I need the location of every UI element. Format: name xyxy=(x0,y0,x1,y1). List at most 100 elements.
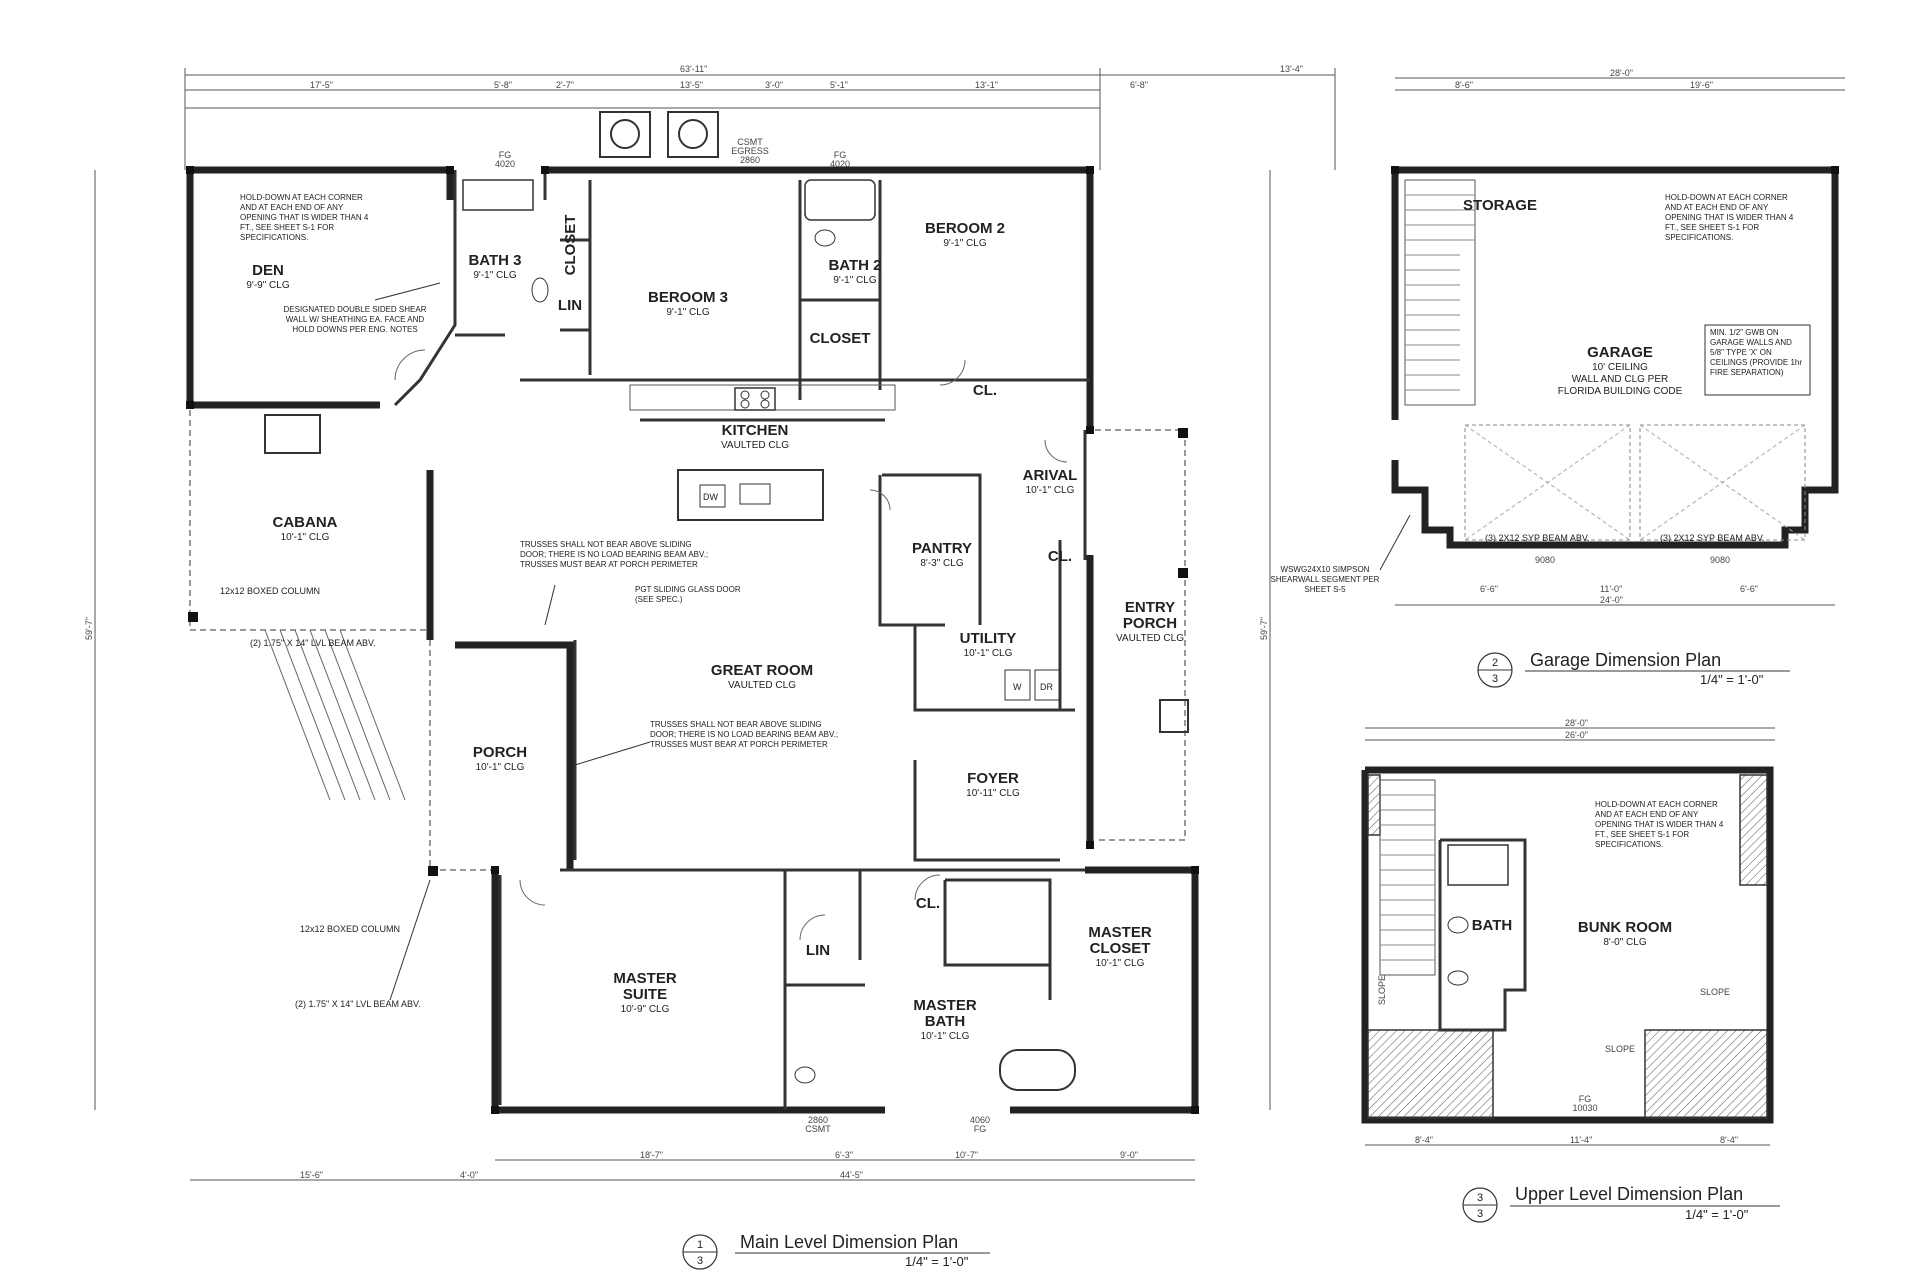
leader-line xyxy=(1379,514,1411,571)
room-bath2: BATH 2 xyxy=(828,257,881,274)
upper-note-holddown: HOLD-DOWN AT EACH CORNER AND AT EACH END… xyxy=(1595,800,1724,849)
washer-label: W xyxy=(1013,682,1022,692)
main-bubble-num: 1 xyxy=(697,1239,703,1251)
upper-attic-right xyxy=(1644,1029,1768,1119)
room-kitchen: KITCHEN xyxy=(722,422,789,439)
main-plan-title: Main Level Dimension Plan xyxy=(740,1232,958,1252)
kitchen-island xyxy=(677,469,824,521)
dim-bottom-3: 18'-7" xyxy=(640,1150,663,1160)
room-cabana: CABANA xyxy=(273,514,338,531)
cabana-grill xyxy=(264,414,321,454)
leader-line xyxy=(374,282,441,301)
burner-icon xyxy=(740,390,750,400)
ac-fan-icon xyxy=(678,119,708,149)
main-notes: HOLD-DOWN AT EACH CORNER AND AT EACH END… xyxy=(220,193,838,1009)
note-lvl-beam-2: (2) 1.75" X 14" LVL BEAM ABV. xyxy=(295,999,421,1009)
room-utility: UTILITY xyxy=(960,630,1017,647)
room-master-closet-2: CLOSET xyxy=(1090,940,1151,957)
entry-porch-outline xyxy=(1095,429,1186,841)
upper-dim-top2: 26'-0" xyxy=(1565,730,1588,740)
room-utility-clg: 10'-1" CLG xyxy=(964,648,1013,659)
upper-slope-1: SLOPE xyxy=(1377,975,1387,1005)
upper-bubble-num: 3 xyxy=(1477,1192,1483,1204)
upper-attic-left xyxy=(1367,1029,1494,1119)
note-pgt-door: PGT SLIDING GLASS DOOR (SEE SPEC.) xyxy=(635,585,741,604)
upper-dim-b2: 11'-4" xyxy=(1570,1135,1592,1145)
room-arrival-clg: 10'-1" CLG xyxy=(1026,485,1075,496)
main-walls xyxy=(186,166,1199,1114)
door-swing xyxy=(869,489,891,511)
room-closet-vertical: CLOSET xyxy=(562,215,579,276)
room-arrival: ARIVAL xyxy=(1023,467,1078,484)
burner-icon xyxy=(740,399,750,409)
garage-plan: 28'-0" 8'-6" 19'-6" STORAGE xyxy=(1270,68,1845,688)
garage-dim-top1: 8'-6" xyxy=(1455,80,1473,90)
room-bunk-clg: 8'-0" CLG xyxy=(1603,937,1646,948)
room-lin-1: LIN xyxy=(558,297,582,314)
kitchen-sink xyxy=(739,483,771,505)
upper-dim-b3: 8'-4" xyxy=(1720,1135,1738,1145)
room-master-closet-clg: 10'-1" CLG xyxy=(1096,958,1145,969)
door-swing xyxy=(394,349,426,381)
room-bedroom3-clg: 9'-1" CLG xyxy=(666,307,709,318)
room-porch: PORCH xyxy=(473,744,527,761)
window-tag-csmt2: EGRESS xyxy=(731,146,769,156)
dim-top-3: 2'-7" xyxy=(556,80,574,90)
dim-left-overall: 59'-7" xyxy=(84,617,94,640)
dim-overall-top: 63'-11" xyxy=(680,64,707,74)
garage-note-gwb: MIN. 1/2" GWB ON GARAGE WALLS AND 5/8" T… xyxy=(1710,328,1803,377)
dryer-label: DR xyxy=(1040,682,1053,692)
upper-plan: 28'-0" 26'-0" BATH BUNK ROOM xyxy=(1361,718,1780,1223)
main-plan-title-block: 1 3 Main Level Dimension Plan 1/4" = 1'-… xyxy=(682,1232,990,1270)
room-bedroom2: BEROOM 2 xyxy=(925,220,1005,237)
room-kitchen-clg: VAULTED CLG xyxy=(721,440,789,451)
upper-wall-chase xyxy=(1739,774,1768,886)
garage-beam-1: (3) 2X12 SYP BEAM ABV. xyxy=(1485,533,1590,543)
room-den: DEN xyxy=(252,262,284,279)
cabana-outline xyxy=(189,410,430,631)
upper-shower xyxy=(1447,844,1509,886)
room-pantry: PANTRY xyxy=(912,540,972,557)
room-master-bath: MASTER xyxy=(913,997,977,1014)
garage-note-wswg: WSWG24X10 SIMPSON SHEARWALL SEGMENT PER … xyxy=(1270,565,1380,594)
upper-plan-scale: 1/4" = 1'-0" xyxy=(1685,1207,1749,1222)
room-bunk: BUNK ROOM xyxy=(1578,919,1672,936)
ac-unit-1 xyxy=(599,111,651,158)
window-tag-fg4060-2: FG xyxy=(974,1124,987,1134)
note-lvl-beam-1: (2) 1.75" X 14" LVL BEAM ABV. xyxy=(250,638,376,648)
room-garage: GARAGE xyxy=(1587,344,1653,361)
room-lin-2: LIN xyxy=(806,942,830,959)
door-swing xyxy=(799,914,826,941)
garage-plan-title: Garage Dimension Plan xyxy=(1530,650,1721,670)
room-closet2: CLOSET xyxy=(810,330,871,347)
window-tag-csmt-b2: CSMT xyxy=(805,1124,831,1134)
dim-top-1: 17'-5" xyxy=(310,80,333,90)
upper-window-tag-fg2: 10030 xyxy=(1572,1103,1597,1113)
room-cabana-clg: 10'-1" CLG xyxy=(281,532,330,543)
upper-window-tag-fg: FG xyxy=(1579,1094,1592,1104)
garage-dim-bottom: 24'-0" xyxy=(1600,595,1623,605)
room-bath2-clg: 9'-1" CLG xyxy=(833,275,876,286)
structural-columns xyxy=(186,166,1199,1114)
burner-icon xyxy=(760,399,770,409)
window-tag-csmt-b: 2860 xyxy=(808,1115,828,1125)
room-bath3: BATH 3 xyxy=(468,252,521,269)
garage-door-tag-1: 9080 xyxy=(1535,555,1555,565)
upper-wall-chase-2 xyxy=(1367,774,1381,836)
window-tag-fg4060: 4060 xyxy=(970,1115,990,1125)
toilet-icon xyxy=(794,1066,816,1084)
room-bath3-clg: 9'-1" CLG xyxy=(473,270,516,281)
window-tag-fg4020-b2: 4020 xyxy=(830,159,850,169)
dim-top-2: 5'-8" xyxy=(494,80,512,90)
upper-stairs xyxy=(1379,779,1436,976)
garage-dim-top2: 19'-6" xyxy=(1690,80,1713,90)
room-porch-clg: 10'-1" CLG xyxy=(476,762,525,773)
cooktop xyxy=(734,387,776,411)
main-bubble-sheet: 3 xyxy=(697,1255,703,1267)
window-tag-fg4020-a: FG xyxy=(499,150,512,160)
door-swing xyxy=(1044,439,1068,463)
garage-beam-2: (3) 2X12 SYP BEAM ABV. xyxy=(1660,533,1765,543)
main-level-plan: 63'-11" 13'-4" 17'-5" 5'-8" 2'-7" 13'-5"… xyxy=(84,64,1336,1270)
room-cl-3: CL. xyxy=(916,895,940,912)
toilet-icon xyxy=(814,229,836,247)
